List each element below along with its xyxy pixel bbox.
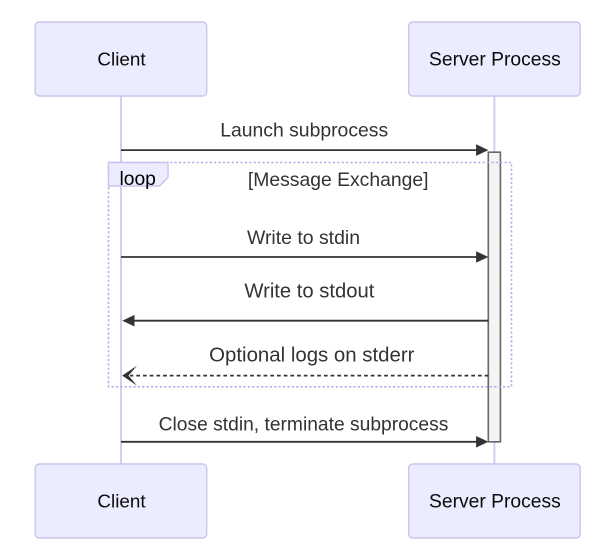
svg-text:loop: loop (119, 169, 155, 190)
svg-text:Optional logs on stderr: Optional logs on stderr (209, 345, 415, 367)
svg-text:[Message Exchange]: [Message Exchange] (248, 169, 429, 191)
svg-text:Server Process: Server Process (429, 50, 561, 71)
svg-text:Client: Client (97, 491, 146, 512)
svg-text:Write to stdin: Write to stdin (247, 227, 360, 249)
svg-text:Launch subprocess: Launch subprocess (220, 119, 388, 141)
svg-text:Server Process: Server Process (429, 492, 561, 513)
svg-text:Client: Client (97, 49, 146, 70)
svg-text:Close stdin, terminate subproc: Close stdin, terminate subprocess (159, 414, 449, 435)
svg-text:Write to stdout: Write to stdout (244, 280, 374, 302)
